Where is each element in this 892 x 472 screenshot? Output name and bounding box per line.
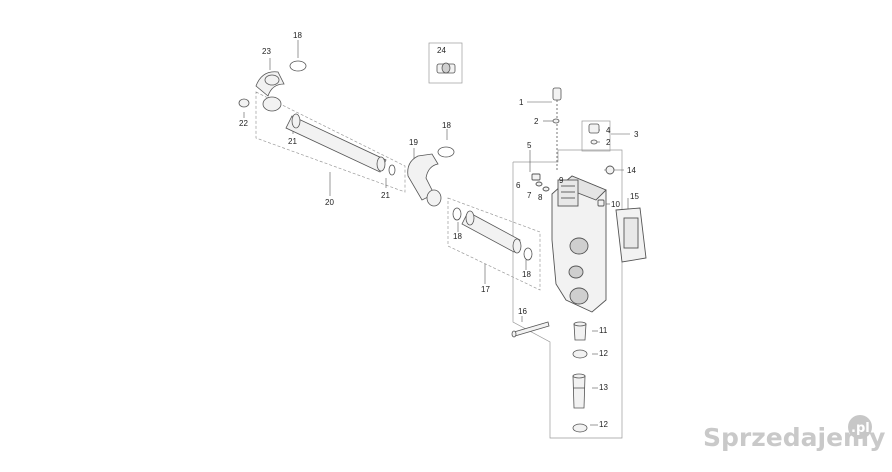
frame-part-3 <box>581 120 611 152</box>
callout-20: 20 <box>325 198 334 207</box>
sleeve-13 <box>572 375 586 409</box>
elbow-fitting-19 <box>407 153 439 201</box>
callout-21-left: 21 <box>288 137 297 146</box>
washer-2-side <box>590 139 598 145</box>
callout-10: 10 <box>611 200 620 209</box>
elbow-outlet <box>426 189 442 207</box>
callout-15: 15 <box>630 192 639 201</box>
callout-24: 24 <box>437 46 446 55</box>
callout-23: 23 <box>262 47 271 56</box>
valve-port-lower <box>569 287 589 305</box>
hose-tube-20 <box>285 115 387 173</box>
callout-6: 6 <box>516 181 521 190</box>
bolt-16 <box>511 321 550 338</box>
o-ring-18-lower <box>523 247 533 261</box>
frame-part-24 <box>428 42 463 84</box>
callout-9: 9 <box>559 176 564 185</box>
callout-18-mid: 18 <box>453 232 462 241</box>
callout-18-upper: 18 <box>442 121 451 130</box>
valve-port-upper <box>569 237 589 255</box>
washer-2-top <box>552 118 560 124</box>
callout-22: 22 <box>239 119 248 128</box>
solenoid-9 <box>557 179 579 207</box>
callout-13: 13 <box>599 383 608 392</box>
watermark: Sprzedajemy .pl <box>703 415 885 452</box>
fitting-24 <box>436 62 456 74</box>
clip-12-upper <box>572 349 588 359</box>
o-ring-18-top <box>289 60 307 72</box>
callout-12-upper: 12 <box>599 349 608 358</box>
valve-housing <box>531 165 647 313</box>
o-ring-18-mid <box>452 207 462 221</box>
o-ring-21 <box>388 164 396 176</box>
callout-4: 4 <box>606 126 611 135</box>
sleeve-13-top <box>572 373 586 379</box>
callout-labels: 1 2 3 4 2 5 6 7 8 9 10 11 12 13 12 14 15… <box>239 31 639 429</box>
callout-2-top: 2 <box>534 117 539 126</box>
bolt-head-1 <box>552 87 562 101</box>
plug-4 <box>588 123 600 134</box>
valve-port-middle <box>568 265 584 279</box>
hose-end-socket <box>262 96 282 112</box>
fitting-6 <box>531 173 541 181</box>
lower-parts <box>572 321 588 433</box>
hose-tube-17 <box>461 211 521 253</box>
callout-14: 14 <box>627 166 636 175</box>
hose-ferrule-21-left <box>291 113 301 129</box>
callout-19: 19 <box>409 138 418 147</box>
sleeve-11-top <box>573 321 587 327</box>
hose-assembly-17 <box>407 146 533 261</box>
clip-12-lower <box>572 423 588 433</box>
hose-ferrule-right <box>512 238 522 254</box>
callout-2-side: 2 <box>606 138 611 147</box>
callout-21-right: 21 <box>381 191 390 200</box>
banjo-bolt-1 <box>552 87 562 170</box>
callout-18-lower: 18 <box>522 270 531 279</box>
callout-18-top: 18 <box>293 31 302 40</box>
callout-3: 3 <box>634 130 639 139</box>
hose-assembly-20 <box>238 60 396 176</box>
cap-14 <box>605 165 615 175</box>
callout-11: 11 <box>599 326 608 335</box>
callout-5: 5 <box>527 141 532 150</box>
callout-1: 1 <box>519 98 524 107</box>
watermark-badge <box>848 415 872 439</box>
bolt-16-head <box>511 330 517 338</box>
plug-assembly-3 <box>588 123 600 145</box>
callout-16: 16 <box>518 307 527 316</box>
flange-15-face <box>623 217 639 249</box>
callout-7: 7 <box>527 191 532 200</box>
fitting-24-nut <box>441 62 451 74</box>
hose-ferrule-21-right <box>376 156 386 172</box>
elbow-nut-23 <box>264 74 280 86</box>
callout-12-lower: 12 <box>599 420 608 429</box>
frame-hose-assembly-17 <box>447 197 541 291</box>
o-ring-18-upper <box>437 146 455 158</box>
bolt-16-shank <box>513 321 550 337</box>
plug-22 <box>238 98 250 108</box>
watermark-tld: .pl <box>851 421 870 436</box>
washer-7 <box>535 181 543 187</box>
frame-hose-assembly-20 <box>255 91 406 193</box>
plug-10 <box>597 199 605 207</box>
callout-17: 17 <box>481 285 490 294</box>
washer-8 <box>542 186 550 192</box>
hose-ferrule-left <box>465 210 475 226</box>
callout-8: 8 <box>538 193 543 202</box>
